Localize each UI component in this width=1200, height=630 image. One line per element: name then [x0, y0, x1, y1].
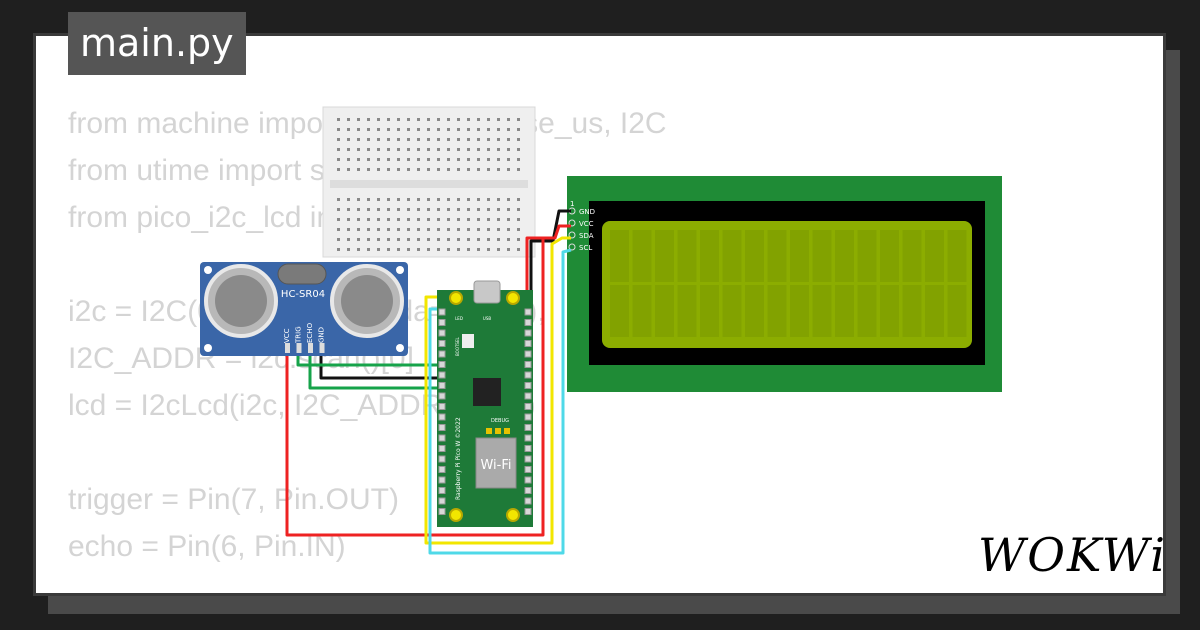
lcd-pin-label: VCC [579, 220, 594, 228]
wifi-label: Wi-Fi [480, 458, 511, 473]
debug-label: DEBUG [491, 418, 509, 424]
lcd-pin-label: SDA [579, 232, 594, 240]
sensor-pin [296, 343, 302, 353]
sensor-pin [308, 343, 313, 353]
sensor-pin-label: ECHO [306, 322, 314, 343]
lcd-pin [568, 243, 576, 251]
wire-scl [428, 248, 572, 555]
lcd-pin-number: 1 [570, 200, 574, 208]
lcd-pin [568, 231, 576, 239]
sensor-pin-label: GND [318, 327, 326, 343]
lcd-pin [568, 219, 576, 227]
bootsel-label: BOOTSEL [455, 337, 460, 356]
board-label: Raspberry Pi Pico W ©2022 [455, 417, 462, 500]
wire-vcc-lcd [543, 224, 571, 240]
led-label: LED [455, 316, 463, 321]
lcd-pin-label: GND [579, 208, 595, 216]
sensor-label: HC-SR04 [281, 289, 325, 300]
sensor-pin [319, 343, 325, 353]
sensor-pin-label: TRIG [295, 326, 303, 344]
wire-echo [308, 345, 445, 390]
usb-label: USB [483, 316, 491, 321]
sensor-pin [285, 343, 290, 353]
code-line: trigger = Pin(7, Pin.OUT) [68, 483, 399, 516]
lcd-display: 1 GND VCC SDA SCL [567, 176, 1002, 392]
lcd-pin-label: SCL [579, 244, 592, 252]
breadboard [322, 106, 536, 258]
wire-vcc-sensor [285, 236, 545, 537]
pico-board: Wi-Fi DEBUG LED USB BOOTSEL Raspberry Pi… [437, 280, 533, 527]
wokwi-logo: WOKWi [978, 528, 1167, 582]
usb-connector [473, 280, 501, 304]
sensor-pin-label: VCC [283, 328, 291, 343]
file-tab[interactable]: main.py [68, 12, 246, 75]
wire-sda [424, 236, 571, 545]
code-line: I2C_ADDR = i2c.scan()[0] [68, 342, 414, 375]
